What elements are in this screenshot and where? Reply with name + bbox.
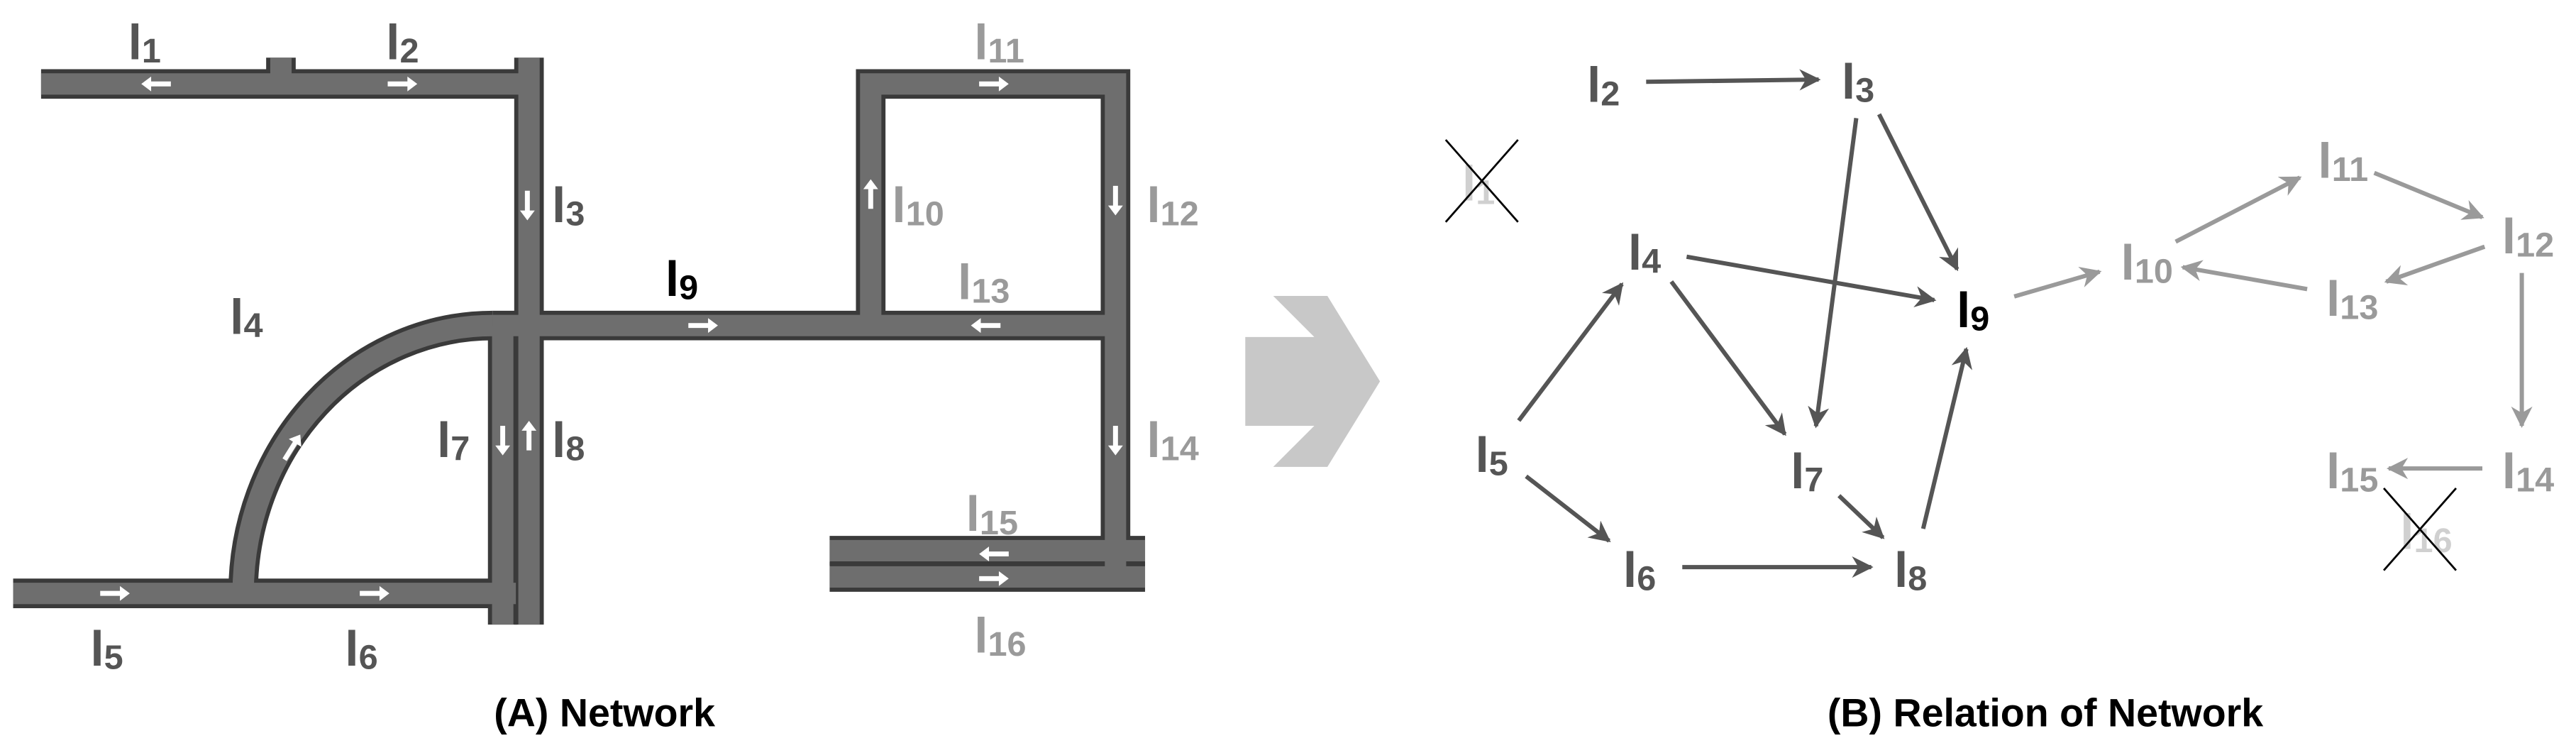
graph-node-l11: l11 bbox=[2318, 133, 2368, 189]
graph-node-label: l11 bbox=[2318, 133, 2368, 189]
edge-l2-to-l3 bbox=[1646, 69, 1821, 91]
network-labels: l1 l2 l3 l4 l5 l6 l7 l8 l9 l10 l11 l12 l13 l14 l15 l16 bbox=[90, 15, 1198, 677]
graph-node-label: l16 bbox=[2400, 505, 2452, 561]
edge-l9-to-l10 bbox=[2013, 266, 2102, 299]
lane-arrow-left-icon bbox=[141, 76, 171, 92]
graph-node-label: l2 bbox=[1587, 57, 1620, 114]
lane-arrow-down-icon bbox=[1107, 185, 1123, 216]
edge-l4-to-l7 bbox=[1669, 280, 1787, 436]
network-caption: (A) Network bbox=[494, 691, 715, 735]
road-label-l12: l12 bbox=[1146, 177, 1198, 233]
road-label-l7: l7 bbox=[437, 412, 470, 468]
edge-l10-to-l11 bbox=[2174, 175, 2302, 244]
road-label-l11: l11 bbox=[974, 15, 1024, 71]
graph-node-l8: l8 bbox=[1894, 542, 1927, 598]
removed-cross-icon bbox=[2383, 488, 2457, 571]
road-label-l1: l1 bbox=[128, 15, 161, 71]
road-label-l8: l8 bbox=[552, 412, 585, 468]
edge-l5-to-l6 bbox=[1525, 474, 1611, 543]
graph-node-l3: l3 bbox=[1842, 54, 1874, 110]
graph-node-label: l5 bbox=[1475, 427, 1508, 483]
edge-l8-to-l9 bbox=[1920, 346, 1972, 529]
lane-arrow-right-icon bbox=[387, 76, 418, 92]
graph-node-label: l12 bbox=[2502, 209, 2554, 265]
graph-node-label: l8 bbox=[1894, 542, 1927, 598]
road-label-l5: l5 bbox=[90, 621, 123, 677]
road-label-l3: l3 bbox=[552, 177, 585, 233]
edge-l5-to-l4 bbox=[1517, 282, 1624, 422]
graph-node-label: l3 bbox=[1842, 54, 1874, 110]
graph-node-label: l4 bbox=[1628, 225, 1661, 281]
lane-arrow-left-icon bbox=[979, 546, 1009, 561]
graph-node-l12: l12 bbox=[2502, 209, 2554, 265]
graph-node-l4: l4 bbox=[1628, 225, 1661, 281]
lane-arrows bbox=[100, 76, 1123, 601]
graph-node-l16: l16 bbox=[2383, 488, 2457, 571]
graph-node-label: l9 bbox=[1957, 282, 1989, 339]
lane-arrow-down-icon bbox=[1107, 425, 1123, 456]
graph-node-l7: l7 bbox=[1791, 444, 1823, 500]
road-label-l15: l15 bbox=[966, 486, 1018, 542]
graph-node-label: l7 bbox=[1791, 444, 1823, 500]
lane-arrow-down-icon bbox=[519, 190, 535, 221]
graph-node-l5: l5 bbox=[1475, 427, 1508, 483]
edge-l7-to-l8 bbox=[1837, 494, 1885, 539]
graph-node-label: l13 bbox=[2326, 271, 2378, 327]
lane-arrow-right-icon bbox=[360, 585, 389, 601]
edge-l4-to-l9 bbox=[1686, 254, 1937, 307]
road-label-l4: l4 bbox=[230, 289, 262, 345]
graph-node-l13: l13 bbox=[2326, 271, 2378, 327]
transition-arrow-icon bbox=[1245, 296, 1381, 467]
edge-l11-to-l12 bbox=[2373, 170, 2484, 220]
road-label-l9: l9 bbox=[665, 251, 698, 307]
lane-arrow-down-icon bbox=[495, 425, 511, 456]
lane-arrow-right-icon bbox=[100, 585, 130, 601]
road-label-l2: l2 bbox=[386, 15, 419, 71]
graph-node-l9: l9 bbox=[1957, 282, 1989, 339]
graph-node-l15: l15 bbox=[2326, 444, 2378, 500]
lane-arrow-right-icon bbox=[979, 76, 1009, 92]
graph-node-l1: l1 bbox=[1444, 139, 1519, 223]
road-label-l10: l10 bbox=[892, 177, 944, 233]
relation-nodes: l1 l2 l3 l4 l5 l6 l7 l8 l9 l10 l11 l12 l13 l14 l15 l16 bbox=[1444, 54, 2554, 598]
graph-node-label: l10 bbox=[2121, 235, 2173, 291]
edge-l3-to-l7 bbox=[1808, 118, 1859, 429]
graph-node-l2: l2 bbox=[1587, 57, 1620, 114]
lane-arrow-left-icon bbox=[971, 318, 1001, 334]
graph-node-l10: l10 bbox=[2121, 235, 2173, 291]
lane-arrow-right-icon bbox=[688, 318, 718, 334]
road-label-l16: l16 bbox=[974, 608, 1026, 664]
graph-node-label: l14 bbox=[2502, 444, 2554, 500]
graph-node-l14: l14 bbox=[2502, 444, 2554, 500]
graph-node-label: l6 bbox=[1623, 542, 1656, 598]
lane-arrow-up-right-icon bbox=[282, 434, 302, 461]
lane-arrow-up-icon bbox=[521, 420, 537, 451]
road-label-l13: l13 bbox=[958, 255, 1010, 311]
road-segment bbox=[232, 314, 493, 594]
relation-edges bbox=[1517, 69, 2533, 578]
edge-l12-to-l13 bbox=[2384, 244, 2486, 285]
removed-cross-icon bbox=[1444, 139, 1519, 223]
graph-node-label: l15 bbox=[2326, 444, 2378, 500]
road-label-l6: l6 bbox=[345, 621, 377, 677]
lane-arrow-up-icon bbox=[863, 179, 878, 209]
edge-l13-to-l10 bbox=[2180, 260, 2308, 292]
road-label-l14: l14 bbox=[1146, 412, 1198, 468]
edge-l3-to-l9 bbox=[1876, 113, 1959, 272]
lane-arrow-right-icon bbox=[979, 571, 1009, 586]
relation-caption: (B) Relation of Network bbox=[1828, 691, 2263, 735]
graph-node-l6: l6 bbox=[1623, 542, 1656, 598]
